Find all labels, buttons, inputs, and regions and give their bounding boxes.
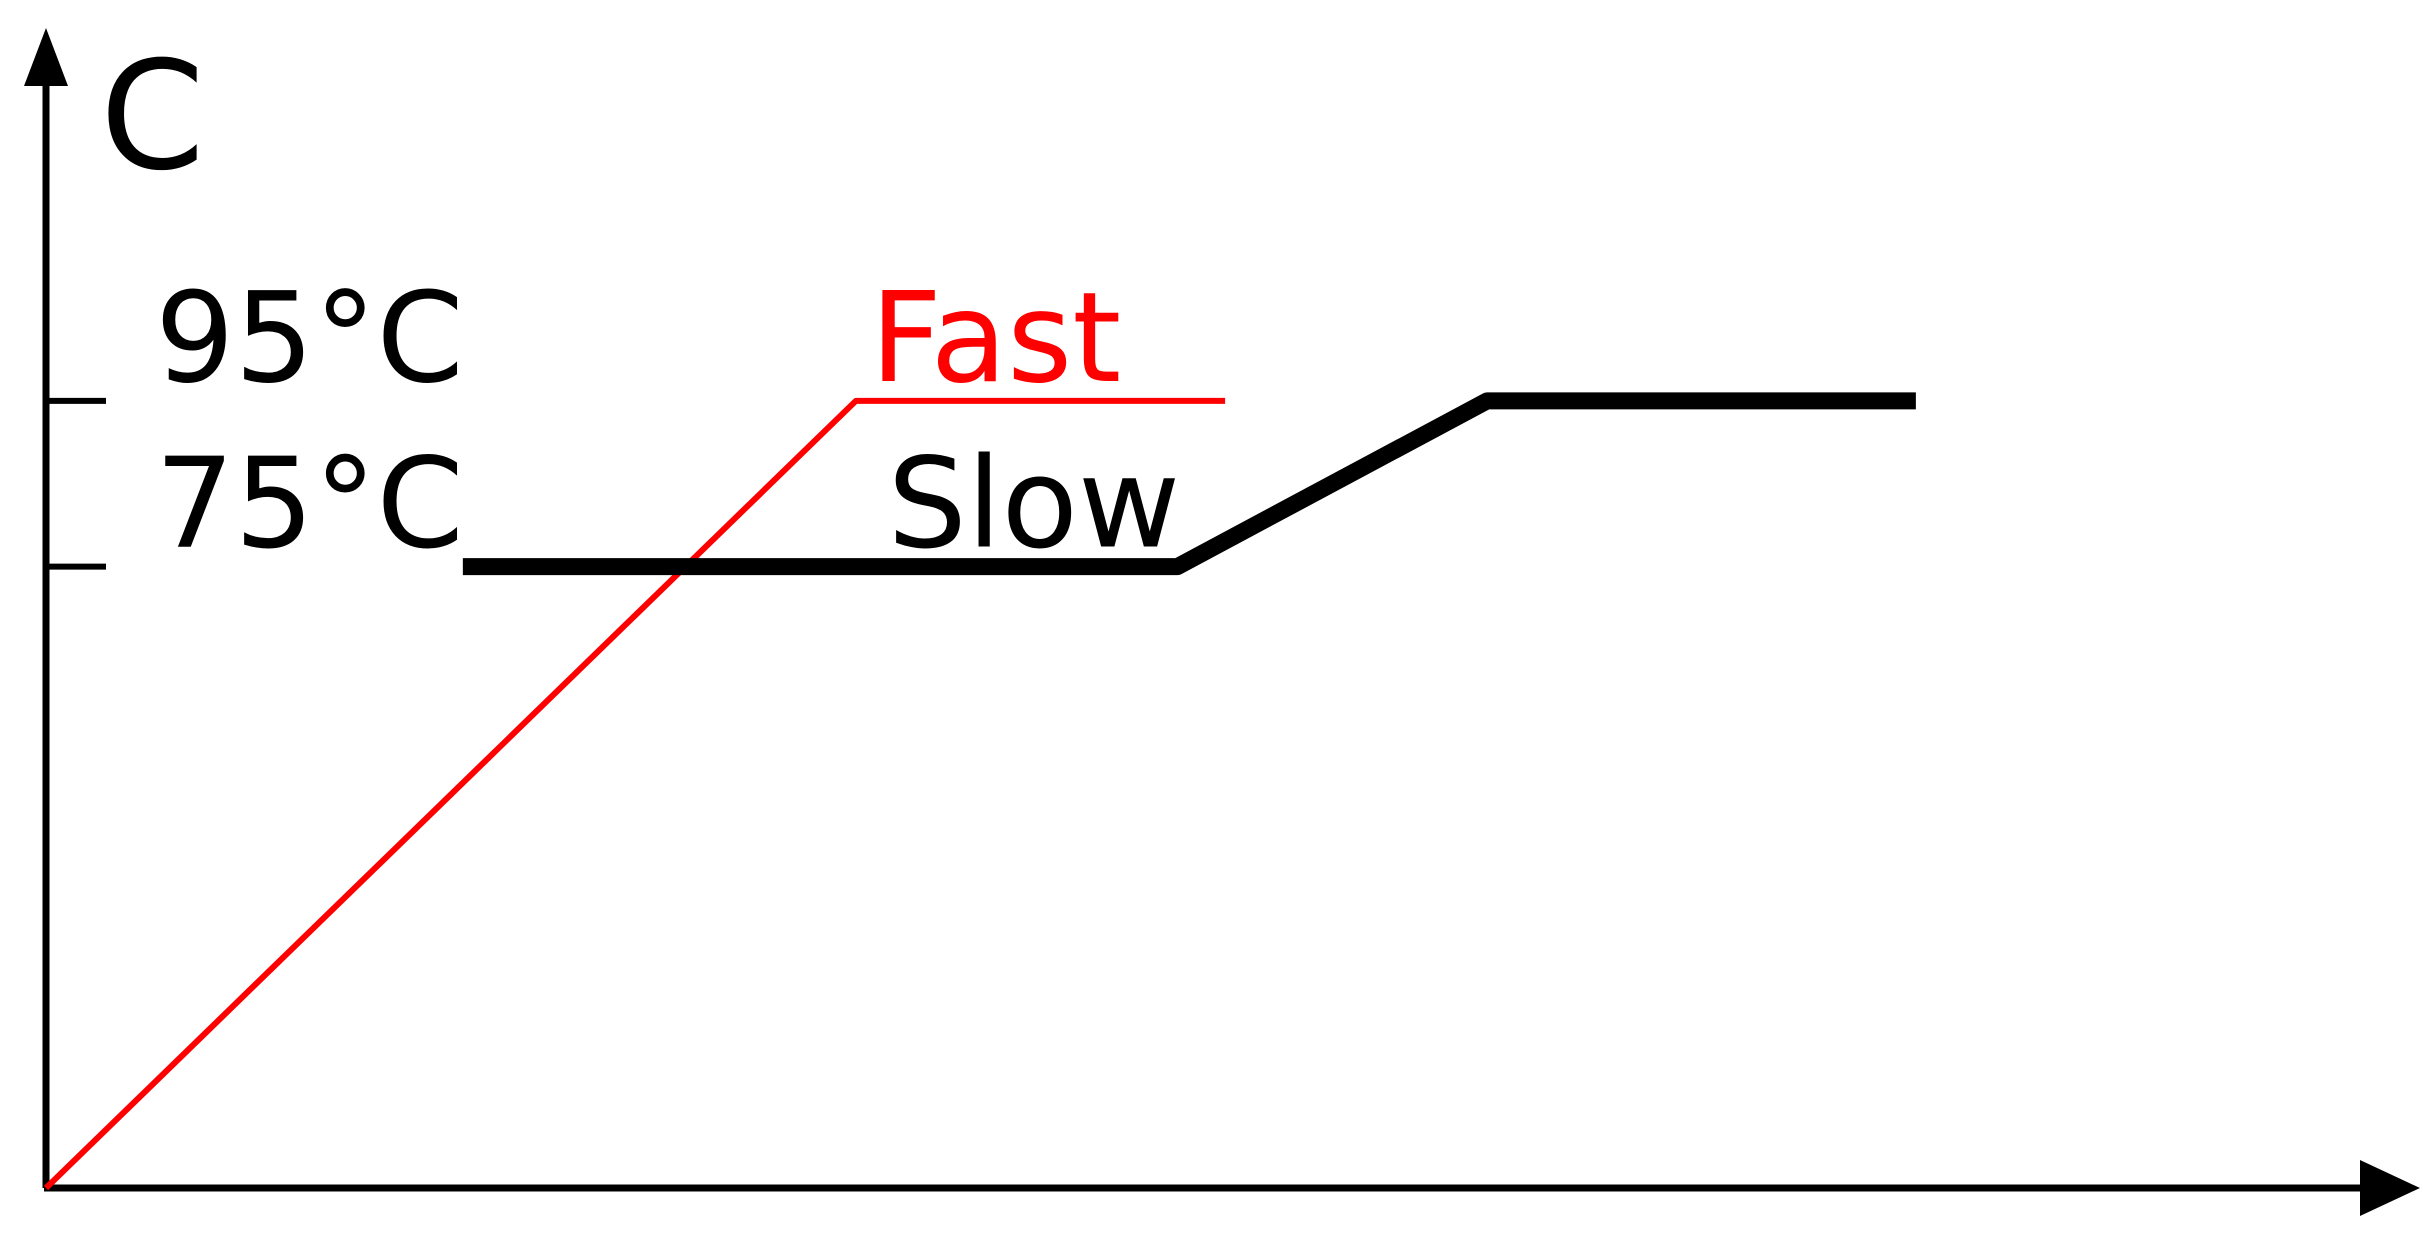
x-axis-arrow: [2360, 1160, 2420, 1216]
series-label-slow: Slow: [887, 432, 1180, 577]
axes: [24, 28, 2420, 1216]
y-axis-arrow: [24, 28, 68, 86]
series-line-slow: [462, 392, 1916, 576]
y-tick-label: 95°C: [155, 266, 464, 411]
y-tick-label: 75°C: [155, 432, 464, 577]
series-label-fast: Fast: [870, 266, 1121, 411]
y-axis-label: C: [100, 30, 205, 204]
y-ticks: 75°C 95°C: [46, 266, 464, 577]
series-line-fast: [43, 397, 1226, 1191]
